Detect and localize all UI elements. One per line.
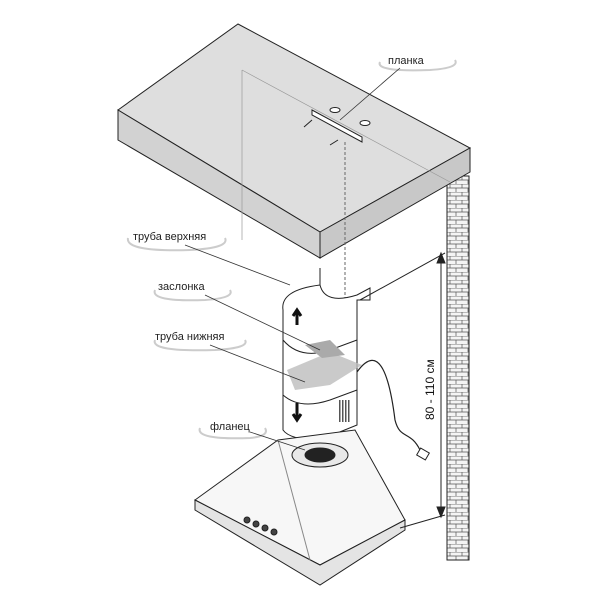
label-bracket: планка [388,55,425,67]
ceiling-box [117,23,472,259]
brick-wall [446,175,470,561]
control-buttons [243,516,278,536]
label-upper-pipe: труба верхняя [133,231,206,243]
dimension-text: 80 - 110 см [423,359,437,420]
range-hood [194,429,406,586]
chimney-pipes [282,268,431,461]
callouts [126,59,457,440]
height-dimension: 80 - 110 см [359,251,446,529]
leader-lines [184,67,401,451]
label-flange: фланец [210,421,251,433]
label-lower-pipe: труба нижняя [155,331,224,343]
mounting-bracket [303,107,371,430]
label-damper: заслонка [158,281,205,293]
